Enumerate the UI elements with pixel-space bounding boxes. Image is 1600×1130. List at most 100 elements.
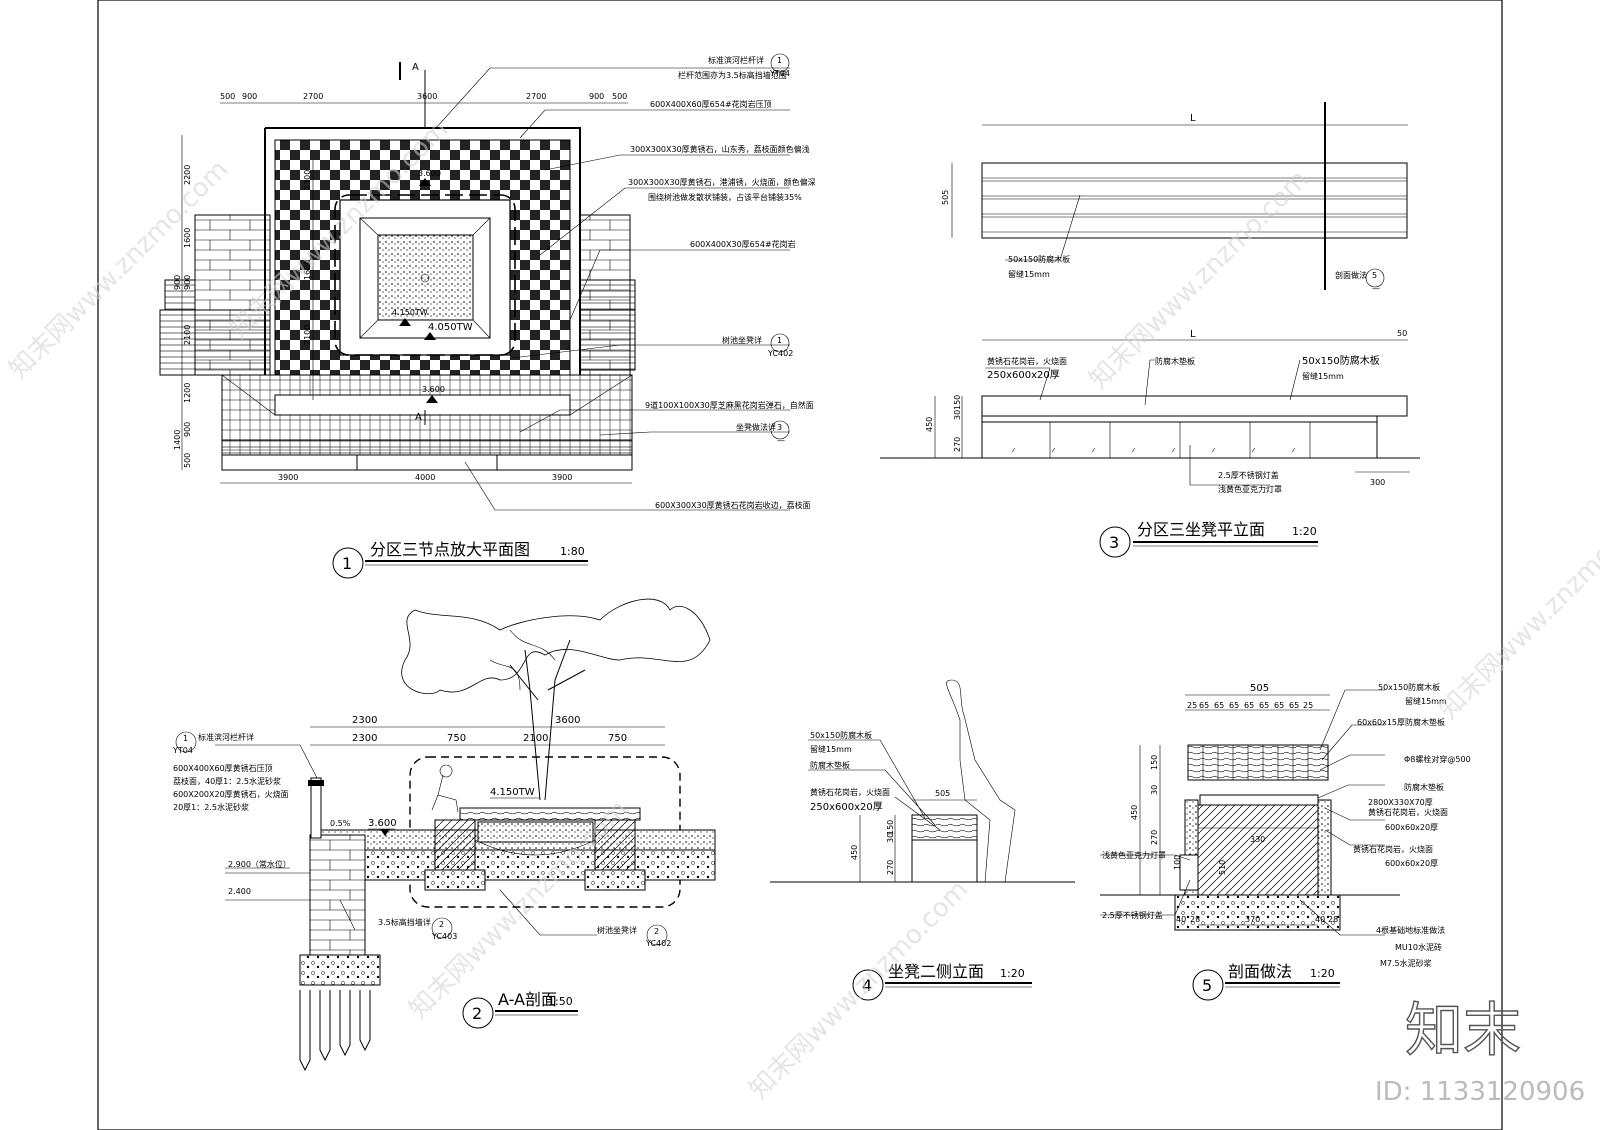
detail-light-box [1179,854,1199,891]
svg-text:YC402: YC402 [767,349,793,358]
svg-text:YT04: YT04 [172,746,193,755]
callout-sesame-black: 9道100X100X30厚芝麻黑花岗岩弹石，自然面 [645,400,814,410]
svg-text:2800X330X70厚: 2800X330X70厚 [1368,798,1433,807]
svg-text:750: 750 [608,733,627,744]
svg-text:3: 3 [777,423,782,432]
inner-dimensions: 2300 1600 2100 [303,170,312,345]
svg-text:留缝15mm: 留缝15mm [1405,696,1447,706]
callout-granite-654: 600X400X30厚654#花岗岩 [690,239,796,249]
callout-railing: 标准滨河栏杆详 [708,55,764,65]
svg-text:3600: 3600 [555,715,580,726]
svg-text:YT04: YT04 [769,69,790,78]
callout-seat-detail: 坐凳做法详 [736,422,776,432]
svg-text:3600: 3600 [417,92,437,101]
callout-railing-range: 栏杆范围亦为3.5标高挡墙范围 [678,70,787,80]
svg-text:M7.5水泥砂浆: M7.5水泥砂浆 [1380,958,1432,968]
svg-text:65: 65 [1259,701,1269,710]
drawing-4-side-elevation: 505 450 270 30 150 50x150防腐木板 留缝15mm 防腐木… [770,679,1075,1001]
drawing-1-number: 1 [342,554,352,573]
drawing-3-bench: L 505 50x150防腐木板 留缝15mm 剖面做法 5 — L 50 45… [880,102,1420,558]
svg-text:1: 1 [777,336,782,345]
svg-text:2.5厚不锈钢灯盖: 2.5厚不锈钢灯盖 [1218,470,1279,480]
svg-text:250x600x20厚: 250x600x20厚 [810,801,883,813]
svg-text:2300: 2300 [352,715,377,726]
svg-text:2300: 2300 [303,170,312,190]
drawing-3-title: 分区三坐凳平立面 [1137,520,1265,539]
svg-text:450: 450 [925,417,934,432]
svg-text:20厚1：2.5水泥砂浆: 20厚1：2.5水泥砂浆 [173,802,249,812]
svg-text:250x600x20厚: 250x600x20厚 [987,369,1060,381]
svg-text:450: 450 [850,845,859,860]
svg-text:600x60x20厚: 600x60x20厚 [1385,859,1438,868]
svg-text:YC403: YC403 [431,932,457,941]
svg-text:65: 65 [1199,701,1209,710]
svg-text:留缝15mm: 留缝15mm [1302,371,1344,381]
drawing-4-number: 4 [862,976,872,995]
svg-text:500: 500 [183,453,192,468]
right-stone-band [579,279,636,311]
svg-text:浅黄色亚克力灯罩: 浅黄色亚克力灯罩 [1102,850,1166,860]
drawing-5-sub-dimensions: 25 65 65 65 65 65 65 65 25 [1187,701,1313,710]
svg-text:600X400X60厚黄锈石压顶: 600X400X60厚黄锈石压顶 [173,763,273,773]
svg-text:Φ8螺栓对穿@500: Φ8螺栓对穿@500 [1404,754,1471,764]
drawing-5-number: 5 [1202,976,1212,995]
svg-text:900: 900 [183,422,192,437]
left-strip-paving [159,309,271,376]
svg-text:树池坐凳详: 树池坐凳详 [597,925,637,935]
svg-text:3.600: 3.600 [422,385,445,394]
section-mark-top: A [412,62,419,73]
tree-pit-grate [377,234,474,321]
drawing-4-title: 坐凳二侧立面 [888,962,984,981]
svg-text:剖面做法: 剖面做法 [1335,270,1367,280]
retaining-wall [309,834,366,956]
svg-text:65: 65 [1289,701,1299,710]
bench-plan [981,162,1408,239]
svg-text:3900: 3900 [278,473,298,482]
svg-text:2300: 2300 [352,733,377,744]
svg-text:50x150防腐木板: 50x150防腐木板 [810,730,872,740]
svg-text:防腐木垫板: 防腐木垫板 [1155,356,1195,366]
svg-text:50: 50 [1397,329,1407,338]
svg-text:30: 30 [953,410,962,420]
svg-text:65: 65 [1274,701,1284,710]
callout-tree-pit-seat: 树池坐凳详 [722,335,762,345]
svg-text:2100: 2100 [523,733,548,744]
svg-text:防腐木垫板: 防腐木垫板 [1404,782,1444,792]
svg-text:YC402: YC402 [645,939,671,948]
svg-text:3.600: 3.600 [418,169,441,178]
callout-coping: 600X400X60厚654#花岗岩压顶 [650,99,772,109]
railing-post [310,777,322,839]
bench-length-top: L [1190,113,1196,124]
bench-base [981,421,1378,459]
seated-person [431,764,459,813]
svg-text:600x60x20厚: 600x60x20厚 [1385,823,1438,832]
svg-text:30: 30 [886,833,895,843]
drawing-2-dimensions: 2300 3600 2300 750 2100 750 [352,715,627,744]
svg-text:1600: 1600 [183,228,192,248]
svg-text:50x150防腐木板: 50x150防腐木板 [1378,682,1440,692]
svg-text:150: 150 [1150,755,1159,770]
svg-text:30: 30 [1150,785,1159,795]
drawing-4-callouts: 50x150防腐木板 留缝15mm 防腐木垫板 黄锈石花岗岩，火烧面 250x6… [810,730,890,813]
svg-text:270: 270 [1150,830,1159,845]
drawing-4-scale: 1:20 [1000,967,1025,980]
svg-text:4根基础地标准做法: 4根基础地标准做法 [1376,925,1445,935]
left-dimensions: 2200 1600 900 900 2100 1200 900 1400 500 [173,165,192,468]
svg-text:150: 150 [953,395,962,410]
bench-top-granite [981,395,1408,417]
svg-text:300: 300 [1370,478,1385,487]
tree-pit-seat-outline [334,194,516,356]
svg-text:黄锈石花岗岩，火烧面: 黄锈石花岗岩，火烧面 [987,356,1067,366]
svg-text:2.5厚不锈钢灯盖: 2.5厚不锈钢灯盖 [1102,910,1163,920]
elevation-markers: 3.600 4.150TW 4.050TW 3.600 [392,169,473,403]
svg-text:510: 510 [1218,860,1227,875]
svg-text:标准滨河栏杆详: 标准滨河栏杆详 [198,732,254,742]
detail-wood-boards [1187,744,1329,781]
standing-figure [946,679,1016,883]
svg-text:330: 330 [1250,835,1265,844]
drawing-3-number: 3 [1109,533,1119,552]
drawing-2-elevations: 4.150TW 3.600 2.900（常水位） 2.400 0.5% [228,787,540,896]
drawing-2-title: A-A剖面 [498,990,557,1009]
svg-text:3.600: 3.600 [368,818,397,829]
svg-text:505: 505 [1250,683,1269,694]
